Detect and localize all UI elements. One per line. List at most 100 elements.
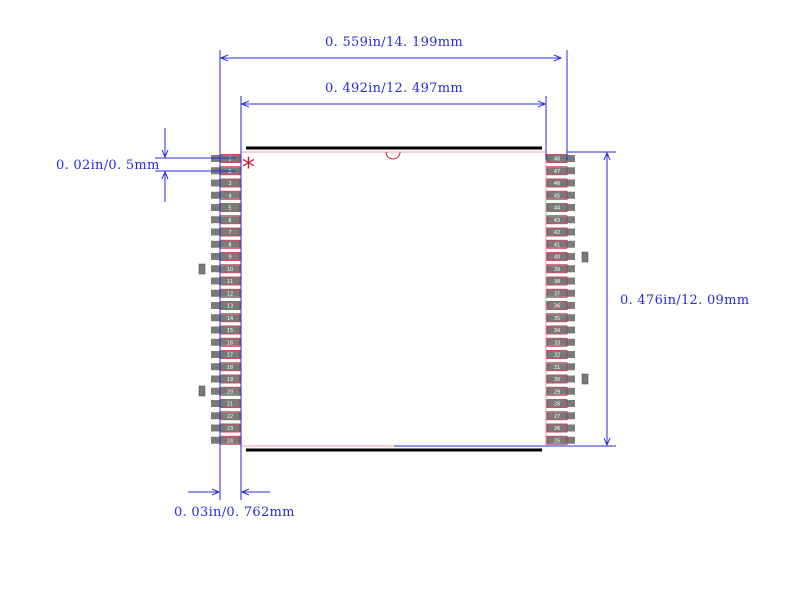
right-lead-outline-30 bbox=[546, 374, 568, 384]
right-lead-outline-31 bbox=[546, 362, 568, 372]
orientation-notch bbox=[385, 151, 401, 160]
right-pad-27 bbox=[546, 412, 575, 420]
right-pin-number-41: 41 bbox=[554, 242, 560, 248]
right-pad-48 bbox=[546, 155, 575, 162]
left-pin-number-12: 12 bbox=[227, 291, 233, 297]
right-pad-46 bbox=[546, 179, 575, 187]
left-pin-number-6: 6 bbox=[228, 218, 231, 224]
left-pad-3 bbox=[211, 179, 240, 187]
left-pin-number-15: 15 bbox=[227, 328, 233, 334]
right-pin-number-44: 44 bbox=[554, 206, 560, 212]
right-pin-number-27: 27 bbox=[554, 414, 560, 420]
right-pad-42 bbox=[546, 228, 575, 236]
pin1-marker: * bbox=[242, 153, 255, 183]
body-width-label: 0. 492in/12. 497mm bbox=[325, 81, 463, 96]
right-lead-outline-27 bbox=[546, 411, 568, 421]
right-lead-outline-43 bbox=[546, 215, 568, 225]
right-pin-number-33: 33 bbox=[554, 340, 560, 346]
left-pin-number-2: 2 bbox=[228, 169, 231, 175]
left-pad-8 bbox=[211, 240, 240, 248]
right-pad-30 bbox=[546, 375, 575, 383]
left-pad-13 bbox=[211, 302, 240, 309]
left-pin-number-18: 18 bbox=[227, 365, 233, 371]
mounting-tab-left-lower bbox=[198, 385, 206, 397]
right-pad-37 bbox=[546, 289, 575, 297]
left-pin-number-19: 19 bbox=[227, 377, 233, 383]
right-lead-outline-38 bbox=[546, 276, 568, 286]
right-lead-outline-25 bbox=[546, 435, 568, 445]
right-lead-outline-26 bbox=[546, 423, 568, 433]
overall-width-label: 0. 559in/14. 199mm bbox=[325, 35, 463, 50]
right-pin-number-40: 40 bbox=[554, 255, 560, 261]
right-pad-34 bbox=[546, 326, 575, 334]
left-pad-21 bbox=[211, 400, 240, 407]
mounting-tab-right-upper bbox=[581, 251, 589, 263]
left-pad-6 bbox=[211, 216, 240, 224]
right-pin-number-32: 32 bbox=[554, 353, 560, 359]
right-pin-number-25: 25 bbox=[554, 438, 560, 444]
right-pad-39 bbox=[546, 265, 575, 273]
right-pin-number-36: 36 bbox=[554, 304, 560, 310]
right-lead-outline-37 bbox=[546, 288, 568, 298]
right-pin-number-48: 48 bbox=[554, 157, 560, 163]
left-pin-number-17: 17 bbox=[227, 353, 233, 359]
mounting-tab-left-upper bbox=[198, 263, 206, 275]
right-lead-outline-34 bbox=[546, 325, 568, 335]
right-pin-number-28: 28 bbox=[554, 402, 560, 408]
right-lead-outline-45 bbox=[546, 190, 568, 200]
lead-width-label: 0. 03in/0. 762mm bbox=[174, 505, 295, 520]
right-pad-25 bbox=[546, 436, 575, 444]
right-pad-32 bbox=[546, 351, 575, 358]
right-lead-outline-44 bbox=[546, 203, 568, 212]
right-lead-outline-41 bbox=[546, 239, 568, 249]
left-pad-23 bbox=[211, 424, 240, 432]
left-pin-number-21: 21 bbox=[227, 402, 233, 408]
right-pad-45 bbox=[546, 191, 575, 199]
left-pad-5 bbox=[211, 204, 240, 211]
right-lead-outline-32 bbox=[546, 350, 568, 359]
right-pad-35 bbox=[546, 314, 575, 322]
right-pin-number-45: 45 bbox=[554, 193, 560, 199]
right-pin-number-37: 37 bbox=[554, 291, 560, 297]
right-pin-number-47: 47 bbox=[554, 169, 560, 175]
left-pin-number-11: 11 bbox=[227, 279, 233, 285]
left-pad-17 bbox=[211, 351, 240, 358]
right-lead-outline-39 bbox=[546, 264, 568, 274]
left-pin-number-24: 24 bbox=[227, 438, 233, 444]
left-pad-20 bbox=[211, 387, 240, 395]
left-pad-19 bbox=[211, 375, 240, 383]
right-pin-number-30: 30 bbox=[554, 377, 560, 383]
right-pad-40 bbox=[546, 253, 575, 260]
right-pin-number-46: 46 bbox=[554, 181, 560, 187]
package-body-outline bbox=[240, 151, 547, 447]
right-pin-number-39: 39 bbox=[554, 267, 560, 273]
left-pin-number-1: 1 bbox=[228, 157, 231, 163]
right-lead-outline-47 bbox=[546, 166, 568, 176]
right-lead-outline-40 bbox=[546, 252, 568, 261]
left-pad-12 bbox=[211, 289, 240, 297]
right-lead-outline-36 bbox=[546, 301, 568, 310]
left-pin-number-3: 3 bbox=[228, 181, 231, 187]
left-pin-number-20: 20 bbox=[227, 389, 233, 395]
left-pad-14 bbox=[211, 314, 240, 322]
left-pin-number-9: 9 bbox=[228, 255, 231, 261]
right-pin-number-42: 42 bbox=[554, 230, 560, 236]
pin-pitch-label: 0. 02in/0. 5mm bbox=[56, 158, 160, 173]
right-pin-number-43: 43 bbox=[554, 218, 560, 224]
left-pin-number-7: 7 bbox=[228, 230, 231, 236]
left-pad-4 bbox=[211, 191, 240, 199]
right-lead-outline-33 bbox=[546, 337, 568, 347]
right-pin-number-38: 38 bbox=[554, 279, 560, 285]
left-pin-number-4: 4 bbox=[228, 193, 231, 199]
right-lead-outline-35 bbox=[546, 313, 568, 323]
left-pad-16 bbox=[211, 338, 240, 346]
left-pad-18 bbox=[211, 363, 240, 371]
right-pad-31 bbox=[546, 363, 575, 371]
right-pad-28 bbox=[546, 400, 575, 407]
right-pin-number-35: 35 bbox=[554, 316, 560, 322]
right-pin-number-31: 31 bbox=[554, 365, 560, 371]
right-lead-outline-28 bbox=[546, 399, 568, 408]
left-pad-7 bbox=[211, 228, 240, 236]
left-pad-10 bbox=[211, 265, 240, 273]
